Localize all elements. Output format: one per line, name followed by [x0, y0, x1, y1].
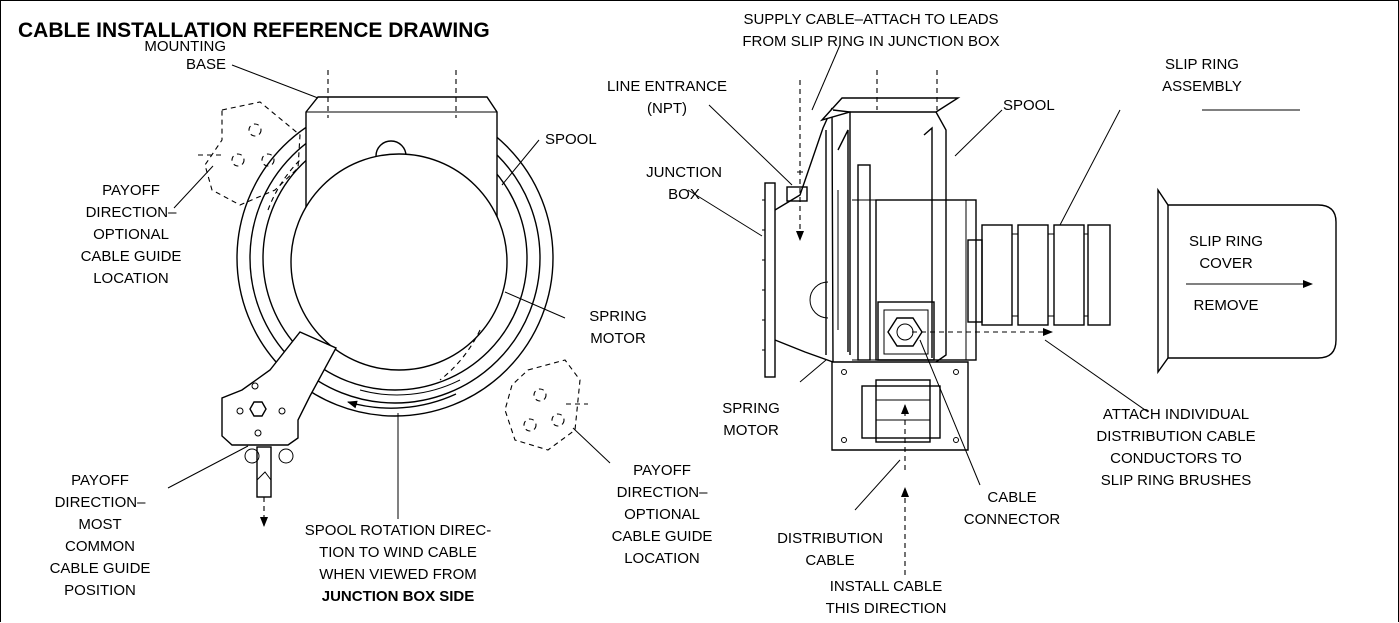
label-junction-box-2: BOX	[668, 186, 700, 203]
label-payoff-opt-upper-4: CABLE GUIDE	[81, 248, 182, 265]
label-cable-connector-1: CABLE	[987, 489, 1036, 506]
label-payoff-common-5: CABLE GUIDE	[50, 560, 151, 577]
label-attach-3: CONDUCTORS TO	[1110, 450, 1242, 467]
label-supply-cable-2: FROM SLIP RING IN JUNCTION BOX	[742, 33, 999, 50]
label-remove: REMOVE	[1193, 297, 1258, 314]
label-distribution-cable-2: CABLE	[805, 552, 854, 569]
spring-motor-plate	[857, 164, 871, 361]
label-spring-motor-left-2: MOTOR	[590, 330, 646, 347]
junction-box-flange	[764, 182, 776, 378]
rotation-arrow	[347, 393, 457, 409]
optional-guide-upper	[198, 101, 301, 206]
label-junction-box-1: JUNCTION	[646, 164, 722, 181]
optional-guide-lower	[504, 359, 588, 451]
junction-box	[774, 107, 834, 363]
spool-flange-right	[935, 111, 947, 363]
label-attach-2: DISTRIBUTION CABLE	[1096, 428, 1255, 445]
distribution-clamp-plate	[831, 361, 969, 451]
label-payoff-common-2: DIRECTION–	[55, 494, 147, 511]
label-payoff-opt-lower-3: OPTIONAL	[624, 506, 700, 523]
cable-connector-nut	[887, 317, 923, 347]
label-install-2: THIS DIRECTION	[826, 600, 947, 617]
label-payoff-common-4: COMMON	[65, 538, 135, 555]
label-spring-motor-right-2: MOTOR	[723, 422, 779, 439]
label-attach-1: ATTACH INDIVIDUAL	[1103, 406, 1249, 423]
right-view: SUPPLY CABLE–ATTACH TO LEADS FROM SLIP R…	[607, 11, 1337, 617]
label-spring-motor-left-1: SPRING	[589, 308, 647, 325]
label-rotation-1: SPOOL ROTATION DIREC-	[305, 522, 491, 539]
label-spring-motor-right-1: SPRING	[722, 400, 780, 417]
label-attach-4: SLIP RING BRUSHES	[1101, 472, 1252, 489]
label-payoff-common-6: POSITION	[64, 582, 136, 599]
label-install-1: INSTALL CABLE	[830, 578, 943, 595]
label-payoff-opt-upper-1: PAYOFF	[102, 182, 160, 199]
label-payoff-common-1: PAYOFF	[71, 472, 129, 489]
label-mounting-base-2: BASE	[186, 56, 226, 73]
label-spool-right: SPOOL	[1003, 97, 1055, 114]
mounting-base-top	[819, 97, 961, 122]
label-payoff-opt-lower-4: CABLE GUIDE	[612, 528, 713, 545]
label-slip-ring-cover-1: SLIP RING	[1189, 233, 1263, 250]
slip-ring-cover	[1157, 187, 1337, 375]
label-spool-left: SPOOL	[545, 131, 597, 148]
label-line-entrance-1: LINE ENTRANCE	[607, 78, 727, 95]
label-rotation-2: TION TO WIND CABLE	[319, 544, 477, 561]
label-rotation-bold: JUNCTION BOX SIDE	[322, 588, 475, 605]
label-payoff-common-3: MOST	[78, 516, 121, 533]
label-payoff-opt-lower-5: LOCATION	[624, 550, 700, 567]
label-distribution-cable-1: DISTRIBUTION	[777, 530, 883, 547]
label-payoff-opt-upper-2: DIRECTION–	[86, 204, 178, 221]
line-entrance-fitting	[786, 186, 808, 202]
label-payoff-opt-lower-2: DIRECTION–	[617, 484, 709, 501]
label-mounting-base-1: MOUNTING	[144, 38, 226, 55]
slip-ring-assembly	[967, 224, 1111, 326]
spring-motor-disc	[290, 153, 508, 371]
label-payoff-opt-upper-5: LOCATION	[93, 270, 169, 287]
label-supply-cable-1: SUPPLY CABLE–ATTACH TO LEADS	[743, 11, 998, 28]
label-payoff-opt-upper-3: OPTIONAL	[93, 226, 169, 243]
drawing-title: CABLE INSTALLATION REFERENCE DRAWING	[18, 19, 490, 42]
label-slip-ring-cover-2: COVER	[1199, 255, 1253, 272]
label-line-entrance-2: (NPT)	[647, 100, 687, 117]
label-payoff-opt-lower-1: PAYOFF	[633, 462, 691, 479]
spool-flange-left	[837, 129, 849, 352]
left-view: MOUNTING BASE SPOOL PAYOFF DIRECTION– OP…	[50, 38, 713, 605]
label-slip-ring-assembly-1: SLIP RING	[1165, 56, 1239, 73]
label-slip-ring-assembly-2: ASSEMBLY	[1162, 78, 1242, 95]
label-cable-connector-2: CONNECTOR	[964, 511, 1061, 528]
label-rotation-3: WHEN VIEWED FROM	[319, 566, 477, 583]
cable-guide-arm	[221, 331, 337, 446]
cable-connector-housing	[877, 301, 935, 361]
